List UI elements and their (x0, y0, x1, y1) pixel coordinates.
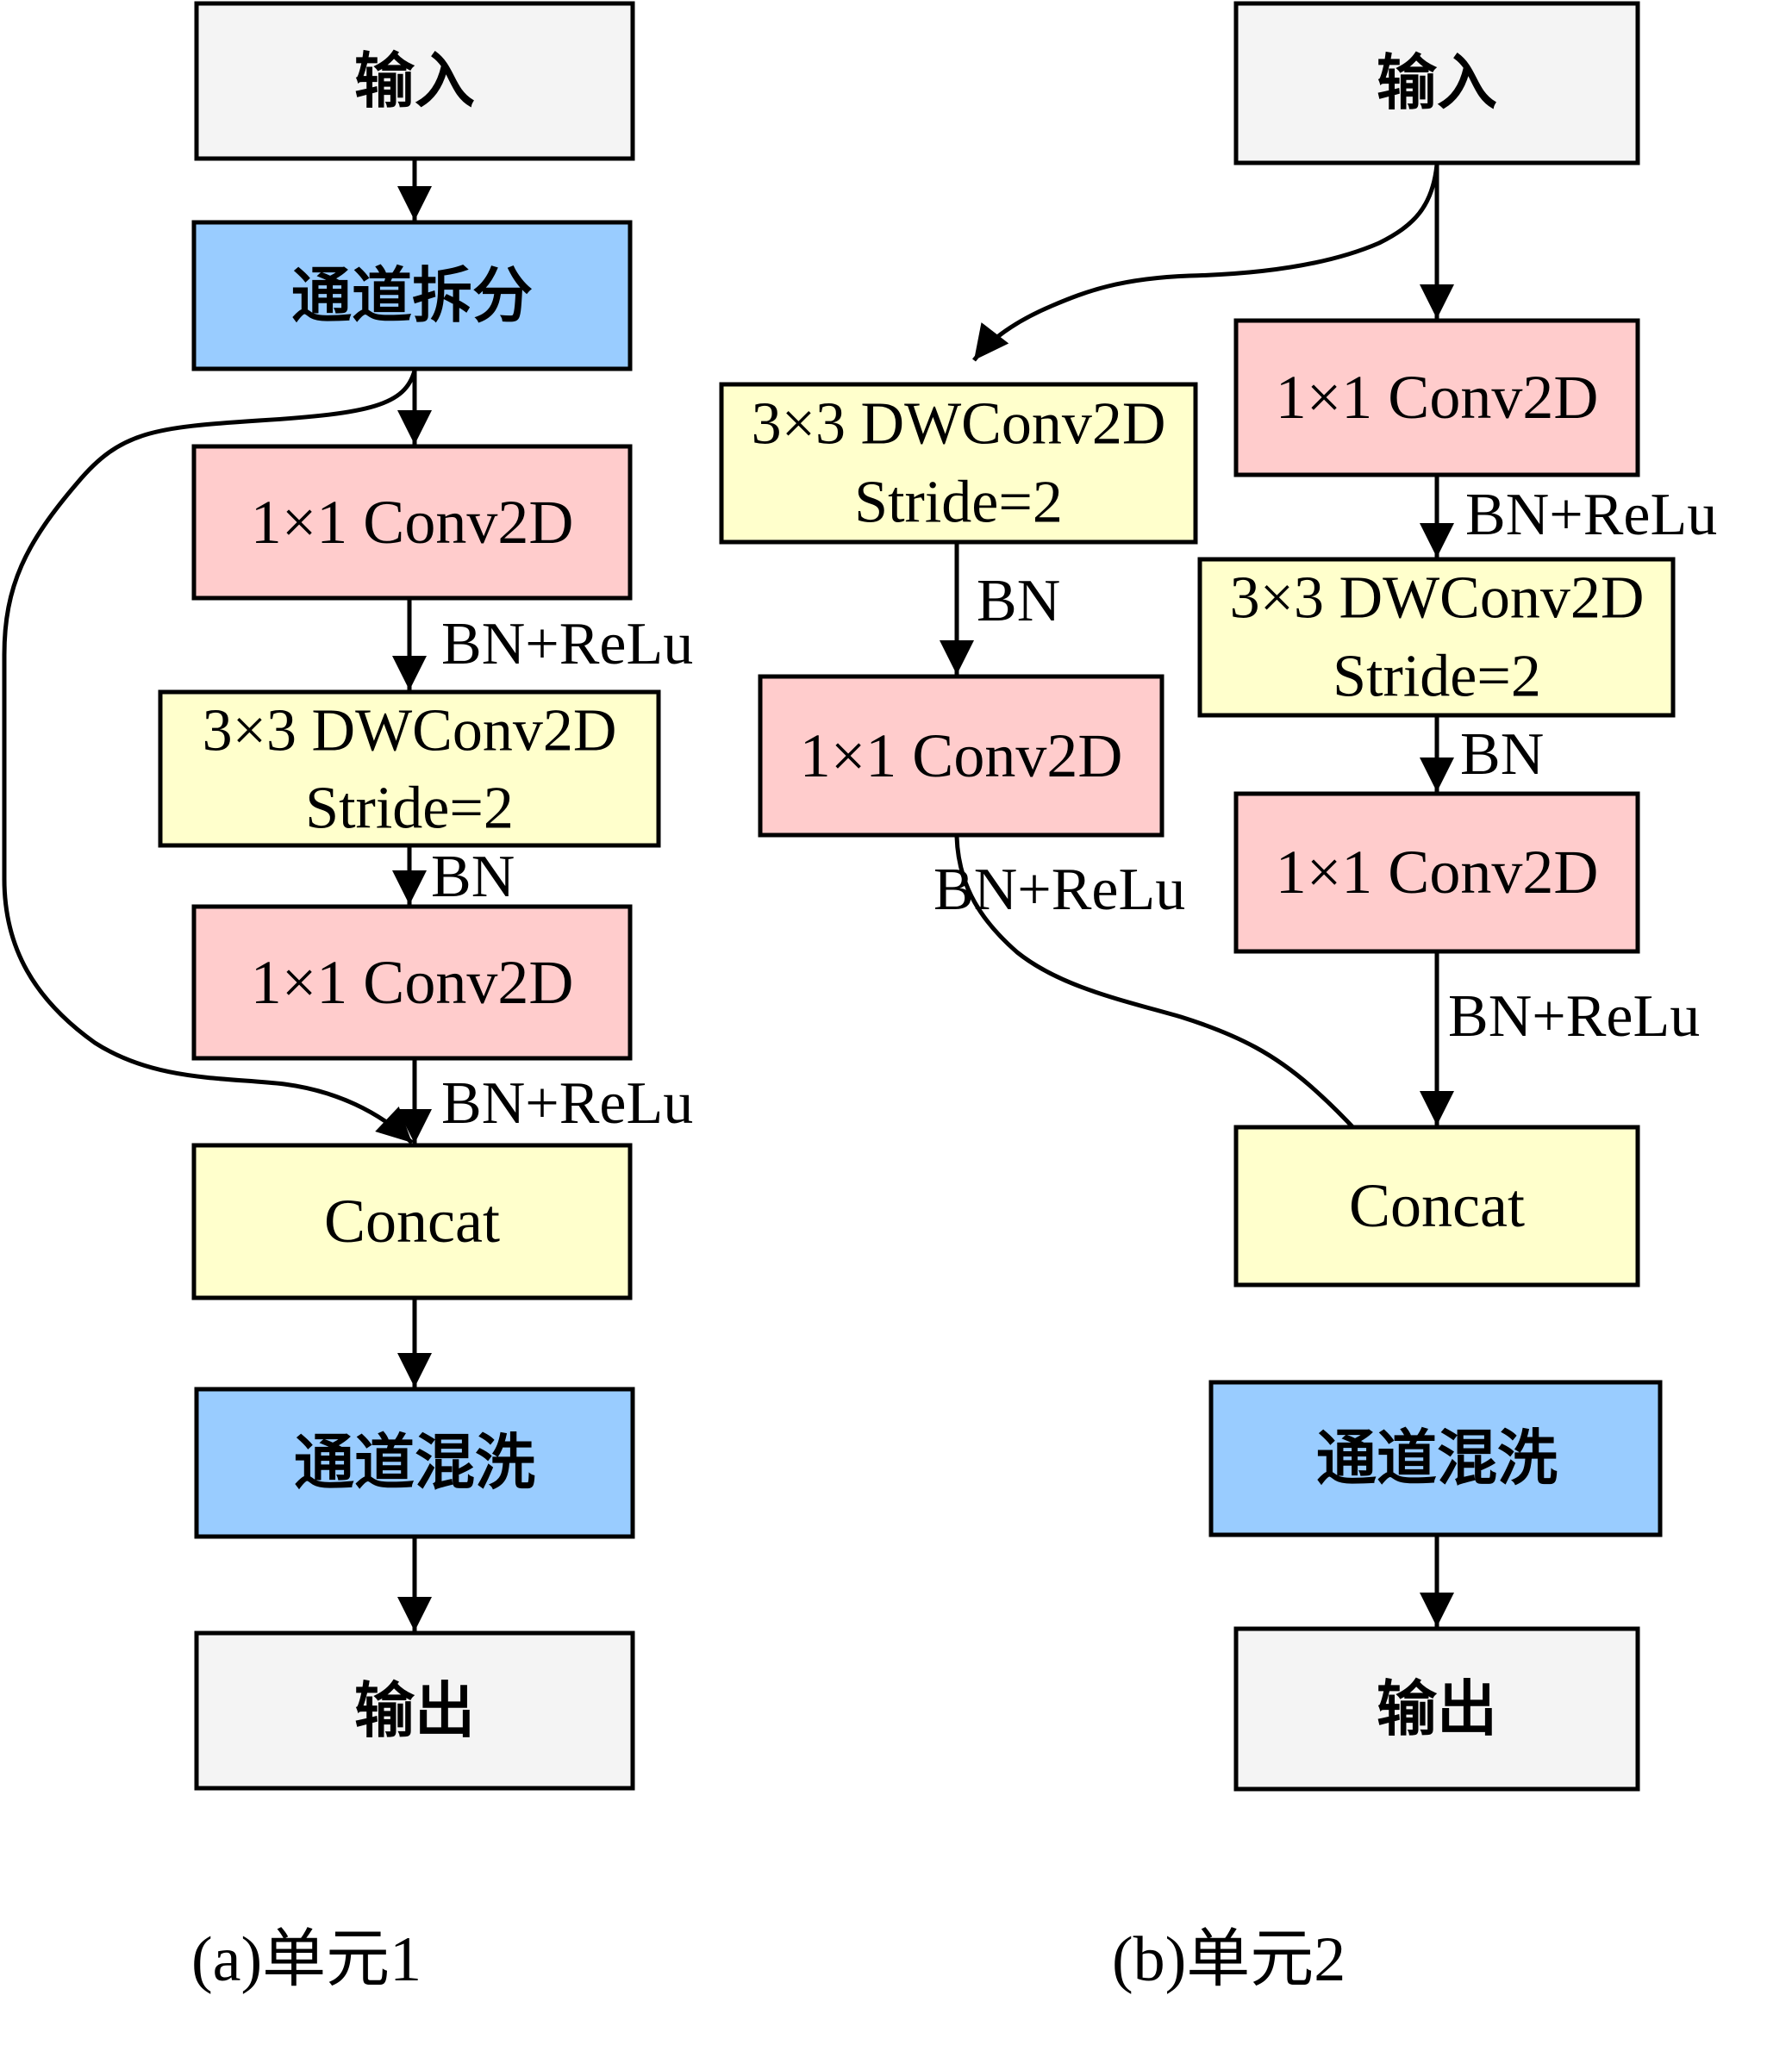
node-label: 输出 (354, 1675, 475, 1746)
node-box (1233, 791, 1640, 954)
edge-label-bn: BN (1460, 721, 1544, 788)
node-box (1233, 1, 1640, 165)
edge-label-bn-relu: BN+ReLu (1465, 482, 1717, 548)
edge-split-bypass-to-concat (2, 370, 417, 1144)
unit1: BN+ReLu BN BN+ReLu 输入 通道拆分 1×1 Conv2D 3×… (2, 1, 693, 1995)
caption-unit2: (b)单元2 (1112, 1924, 1346, 1995)
edge-label-bn-relu: BN+ReLu (933, 857, 1185, 923)
node-dwconv: 3×3 DWConv2D Stride=2 (158, 689, 661, 848)
node-channel-split: 通道拆分 (191, 220, 633, 371)
node-label: 1×1 Conv2D (251, 948, 574, 1017)
node-conv1x1-a: 1×1 Conv2D (191, 444, 633, 601)
node-box (1233, 1626, 1640, 1792)
node-label: 输出 (1377, 1674, 1497, 1744)
node-channel-shuffle: 通道混洗 (1208, 1380, 1663, 1537)
node-right-conv1x1-b: 1×1 Conv2D (1233, 791, 1640, 954)
node-box (194, 1, 635, 161)
edge-label-bn-relu: BN+ReLu (441, 1070, 693, 1137)
node-label: 通道拆分 (291, 260, 533, 331)
node-label: Concat (324, 1187, 500, 1256)
edge-left-conv-to-concat (954, 836, 1398, 1178)
node-box (191, 444, 633, 601)
node-label: 输入 (1377, 47, 1497, 118)
node-box (1233, 318, 1640, 477)
node-box (191, 904, 633, 1061)
node-label: 1×1 Conv2D (251, 488, 574, 557)
node-label: Concat (1349, 1171, 1525, 1240)
node-label-line2: Stride=2 (305, 776, 514, 842)
node-box (719, 382, 1198, 545)
caption-unit1: (a)单元1 (191, 1924, 421, 1995)
node-right-dwconv: 3×3 DWConv2D Stride=2 (1197, 557, 1676, 718)
node-label: 通道混洗 (1316, 1423, 1558, 1493)
edge-label-bn: BN (431, 844, 515, 910)
node-output: 输出 (194, 1630, 635, 1791)
edge-label-bn-relu: BN+ReLu (1448, 983, 1700, 1050)
node-label-line2: Stride=2 (1333, 644, 1541, 710)
node-left-conv1x1: 1×1 Conv2D (758, 674, 1164, 838)
node-label-line1: 3×3 DWConv2D (752, 391, 1166, 458)
node-box (1208, 1380, 1663, 1537)
node-box (1197, 557, 1676, 718)
node-box (158, 689, 661, 848)
edge-label-bn-relu: BN+ReLu (441, 611, 693, 677)
node-label: 1×1 Conv2D (1276, 838, 1599, 907)
node-right-conv1x1-a: 1×1 Conv2D (1233, 318, 1640, 477)
edge-input-to-left-dw (972, 164, 1439, 362)
node-label: 通道混洗 (294, 1427, 535, 1498)
node-input: 输入 (194, 1, 635, 161)
node-channel-shuffle: 通道混洗 (194, 1387, 635, 1539)
node-box (194, 1630, 635, 1791)
node-label-line2: Stride=2 (854, 470, 1063, 536)
node-left-dwconv: 3×3 DWConv2D Stride=2 (719, 382, 1198, 545)
node-label-line1: 3×3 DWConv2D (203, 698, 617, 764)
unit2: BN BN+ReLu BN+ReLu BN BN+ReLu 输入 3×3 DWC… (719, 1, 1717, 1995)
node-box (194, 1387, 635, 1539)
node-box (191, 1143, 633, 1300)
node-concat: Concat (191, 1143, 633, 1300)
node-input: 输入 (1233, 1, 1640, 165)
node-output: 输出 (1233, 1626, 1640, 1792)
node-box (191, 220, 633, 371)
node-label-line1: 3×3 DWConv2D (1230, 565, 1645, 632)
edge-label-bn: BN (977, 568, 1060, 634)
node-box (758, 674, 1164, 838)
node-label: 输入 (354, 46, 475, 116)
node-concat: Concat (1233, 1125, 1640, 1287)
node-conv1x1-b: 1×1 Conv2D (191, 904, 633, 1061)
node-label: 1×1 Conv2D (800, 721, 1123, 790)
node-label: 1×1 Conv2D (1276, 363, 1599, 432)
node-box (1233, 1125, 1640, 1287)
